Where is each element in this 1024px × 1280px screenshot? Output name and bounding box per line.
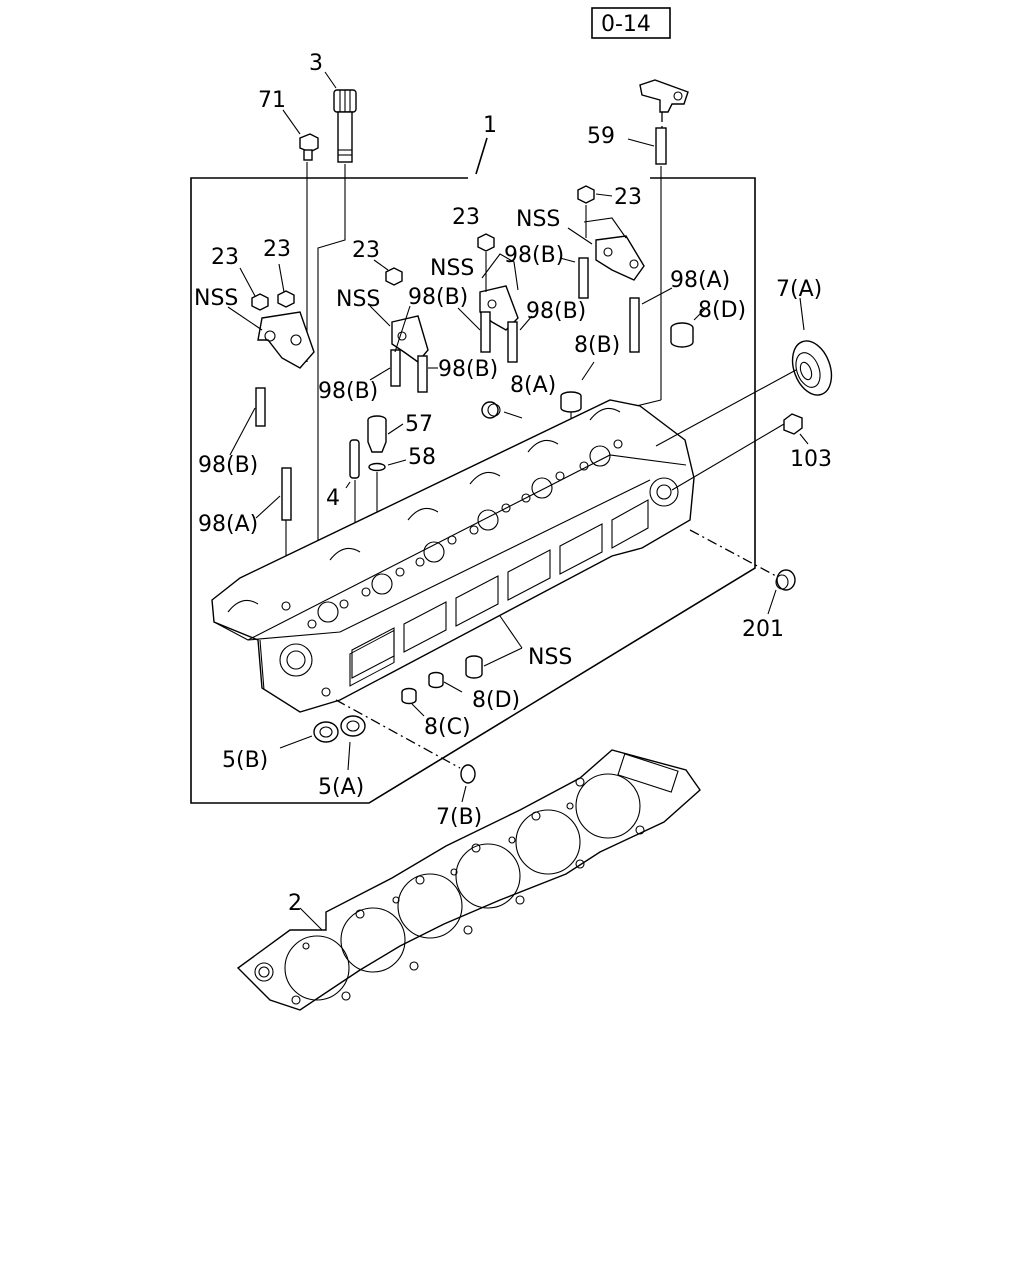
nss-label-e: NSS xyxy=(528,645,572,670)
nut-23-c xyxy=(385,267,403,286)
nut-23-e xyxy=(577,185,595,204)
seal-5a xyxy=(340,715,366,737)
callout-98b-left: 98(B) xyxy=(198,453,258,478)
stud-98b-3 xyxy=(480,311,491,353)
nss-label-c: NSS xyxy=(430,256,474,281)
callout-58: 58 xyxy=(408,445,436,470)
callout-98b-2: 98(B) xyxy=(438,357,498,382)
callout-23-d: 23 xyxy=(452,205,480,230)
callout-57: 57 xyxy=(405,412,433,437)
bolt-103 xyxy=(783,413,803,435)
callout-8d-top: 8(D) xyxy=(698,298,746,323)
callout-2: 2 xyxy=(288,891,302,916)
callout-23-a: 23 xyxy=(211,245,239,270)
bearing-cap-4 xyxy=(595,235,645,281)
callout-98b-1: 98(B) xyxy=(318,379,378,404)
leader-1 xyxy=(475,137,488,175)
callout-5a: 5(A) xyxy=(318,775,364,800)
nss-label-b: NSS xyxy=(336,287,380,312)
nut-23-d xyxy=(477,233,495,252)
pin-59 xyxy=(655,127,667,165)
o-ring-58 xyxy=(368,462,386,472)
plug-8d-bottom xyxy=(428,671,444,689)
plug-7b xyxy=(460,764,476,784)
nut-23-b xyxy=(277,290,295,308)
callout-201: 201 xyxy=(742,617,784,642)
callout-98b-4: 98(B) xyxy=(526,299,586,324)
callout-7b: 7(B) xyxy=(436,805,482,830)
callout-7a: 7(A) xyxy=(776,277,822,302)
stud-98b-1 xyxy=(390,349,401,387)
plug-201 xyxy=(775,569,796,591)
callout-98a-right: 98(A) xyxy=(670,268,730,293)
bearing-cap-left xyxy=(257,311,315,369)
sleeve-57 xyxy=(367,415,387,453)
plug-8b xyxy=(560,391,582,413)
stud-98a-right xyxy=(629,297,640,353)
plug-8c xyxy=(401,687,417,705)
bolt-71 xyxy=(299,133,319,161)
callout-3: 3 xyxy=(309,51,323,76)
assembly-frame xyxy=(190,177,756,804)
leader-bolt-3 xyxy=(317,164,346,585)
callout-98b-3: 98(B) xyxy=(408,285,468,310)
callout-98b-5: 98(B) xyxy=(504,243,564,268)
callout-23-e: 23 xyxy=(614,185,642,210)
nss-label-a: NSS xyxy=(194,286,238,311)
stud-98b-4 xyxy=(507,321,518,363)
callout-59: 59 xyxy=(587,124,615,149)
callout-103: 103 xyxy=(790,447,832,472)
nss-label-d: NSS xyxy=(516,207,560,232)
dowel-4 xyxy=(349,439,360,479)
seal-5b xyxy=(313,721,339,743)
bracket-part xyxy=(639,79,689,113)
head-bolt-3 xyxy=(333,89,357,163)
stud-98b-left xyxy=(255,387,266,427)
callout-8b: 8(B) xyxy=(574,333,620,358)
plug-8d-top xyxy=(670,322,694,348)
plug-nss xyxy=(465,655,483,679)
callout-5b: 5(B) xyxy=(222,748,268,773)
stud-98b-5 xyxy=(578,257,589,299)
nut-23-a xyxy=(251,293,269,311)
callout-23-b: 23 xyxy=(263,237,291,262)
callout-8a: 8(A) xyxy=(510,373,556,398)
callout-71: 71 xyxy=(258,88,286,113)
callout-98a-left: 98(A) xyxy=(198,512,258,537)
callout-1: 1 xyxy=(483,113,497,138)
seal-7a xyxy=(791,340,833,396)
reference-box-label: 0-14 xyxy=(601,12,651,37)
stud-98a-left xyxy=(281,467,292,521)
cylinder-head xyxy=(211,399,695,713)
callout-4: 4 xyxy=(326,486,340,511)
plug-8a xyxy=(481,401,501,419)
reference-box xyxy=(591,7,671,39)
head-gasket xyxy=(236,749,701,1011)
callout-23-c: 23 xyxy=(352,238,380,263)
callout-8c: 8(C) xyxy=(424,715,471,740)
callout-8d-bottom: 8(D) xyxy=(472,688,520,713)
stud-98b-2 xyxy=(417,355,428,393)
